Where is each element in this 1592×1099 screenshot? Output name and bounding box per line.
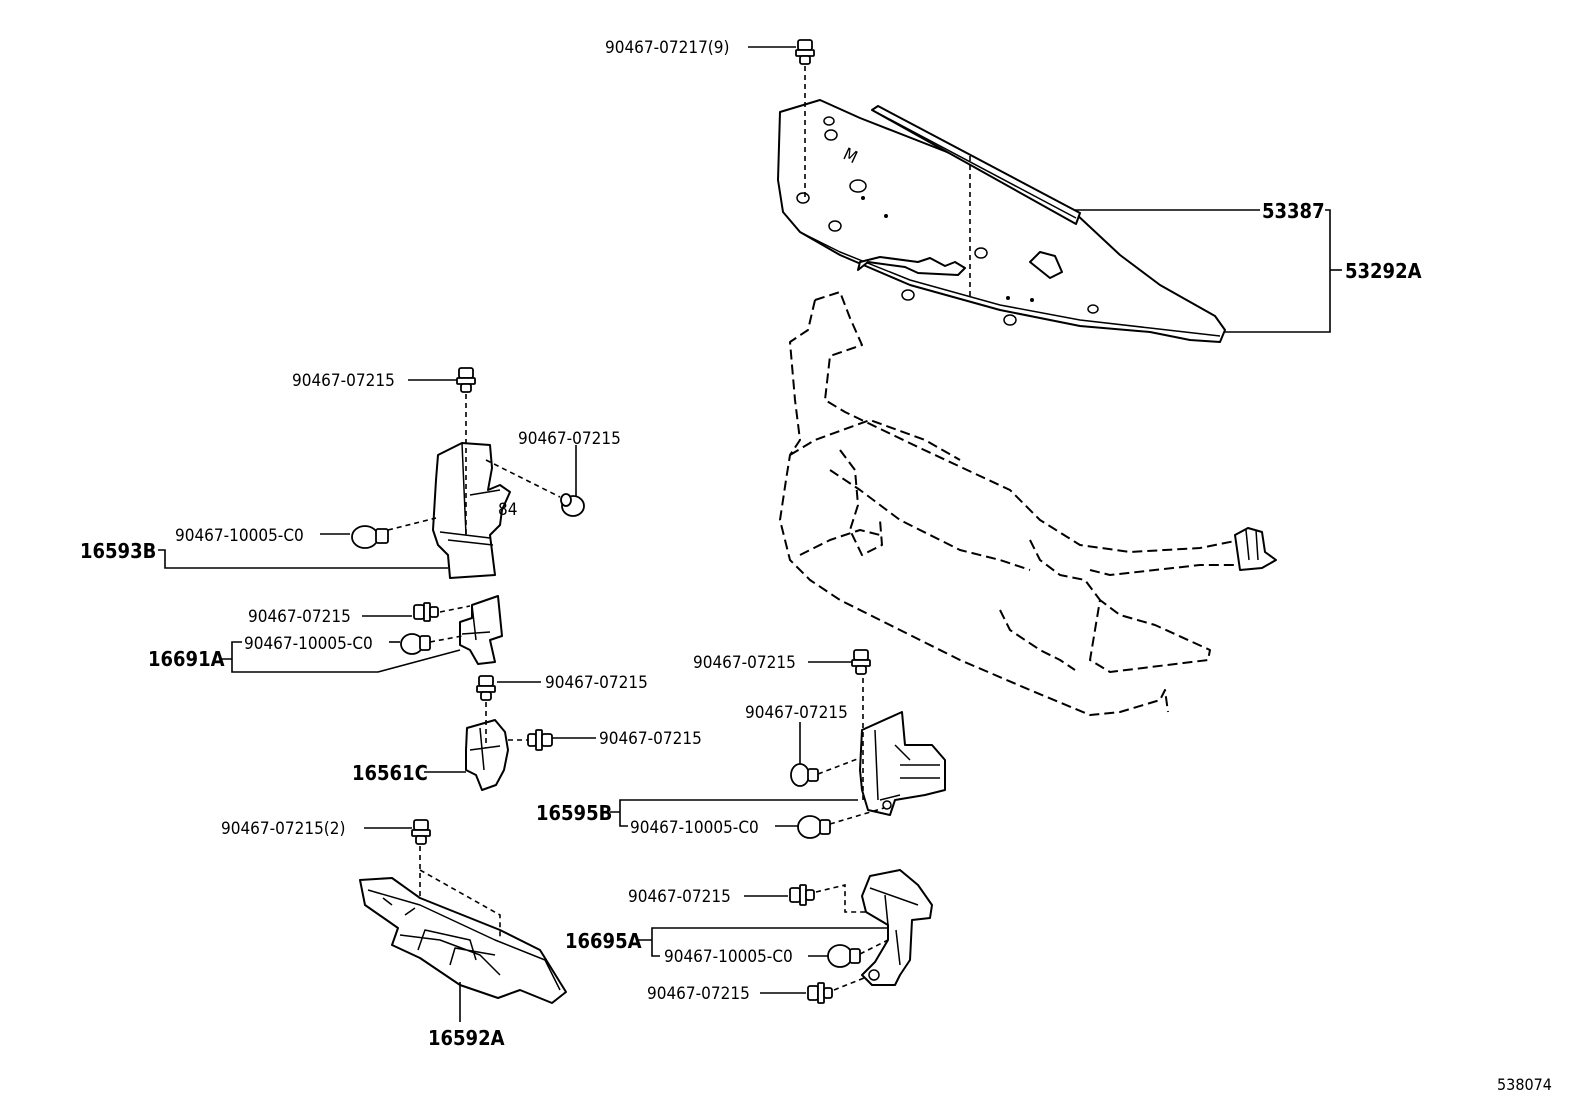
label-16695A: 16695A — [565, 929, 642, 953]
label-g5-rivet: 90467-10005-C0 — [630, 818, 759, 838]
weatherstrip-seal — [871, 105, 1081, 225]
label-16595B: 16595B — [536, 801, 612, 825]
label-g1-clip-top: 90467-07215 — [292, 371, 395, 391]
radiator-support-bracket-right — [1234, 527, 1277, 571]
label-g1-rivet: 90467-10005-C0 — [175, 526, 304, 546]
clip-icon — [795, 39, 815, 65]
label-16593B: 16593B — [80, 539, 156, 563]
rivet-icon — [351, 525, 389, 549]
label-g3-clip-top: 90467-07215 — [545, 673, 648, 693]
label-g6-clip-bottom: 90467-07215 — [647, 984, 750, 1004]
part-labels: 53387 53292A 16593B 16691A 16561C 16595B… — [80, 199, 1422, 1050]
label-16592A: 16592A — [428, 1026, 505, 1050]
label-g4-clip: 90467-07215(2) — [221, 819, 345, 839]
clip-icon — [790, 763, 819, 787]
air-guide-16593B: 84 — [432, 442, 517, 579]
air-guide-16595B — [859, 711, 946, 816]
label-g5-clip-top: 90467-07215 — [693, 653, 796, 673]
clip-icon — [807, 982, 833, 1004]
clip-icon — [560, 493, 585, 517]
label-53387: 53387 — [1262, 199, 1325, 223]
clip-icon — [789, 884, 815, 906]
label-53292A: 53292A — [1345, 259, 1422, 283]
label-16561C: 16561C — [352, 761, 428, 785]
rivet-icon — [400, 633, 431, 655]
label-g6-rivet: 90467-10005-C0 — [664, 947, 793, 967]
clip-icon — [456, 367, 476, 393]
clip-icon — [411, 819, 431, 845]
fastener-labels: 90467-07217(9) 90467-07215 90467-07215 9… — [175, 38, 848, 1004]
air-guide-16695A — [861, 869, 933, 986]
air-guide-16592A — [359, 877, 567, 1004]
cooling-plate-cover: M — [777, 99, 1226, 343]
label-g5-clip-side: 90467-07215 — [745, 703, 848, 723]
figure-id: 538074 — [1497, 1075, 1552, 1094]
radiator-support-ghost — [779, 291, 1277, 716]
duct-16691A — [459, 595, 503, 665]
clip-icon — [476, 675, 496, 701]
clip-icon — [413, 602, 439, 622]
label-16691A: 16691A — [148, 647, 225, 671]
clip-icon — [851, 649, 871, 675]
label-g2-rivet: 90467-10005-C0 — [244, 634, 373, 654]
label-top-clip: 90467-07217(9) — [605, 38, 729, 58]
label-g3-clip-side: 90467-07215 — [599, 729, 702, 749]
rivet-icon — [827, 944, 861, 968]
seal-16561C — [465, 719, 509, 791]
label-g6-clip: 90467-07215 — [628, 887, 731, 907]
clip-icon — [527, 729, 553, 751]
label-g1-clip-side: 90467-07215 — [518, 429, 621, 449]
rivet-icon — [797, 815, 831, 839]
svg-text:84: 84 — [498, 500, 517, 520]
label-g2-clip: 90467-07215 — [248, 607, 351, 627]
